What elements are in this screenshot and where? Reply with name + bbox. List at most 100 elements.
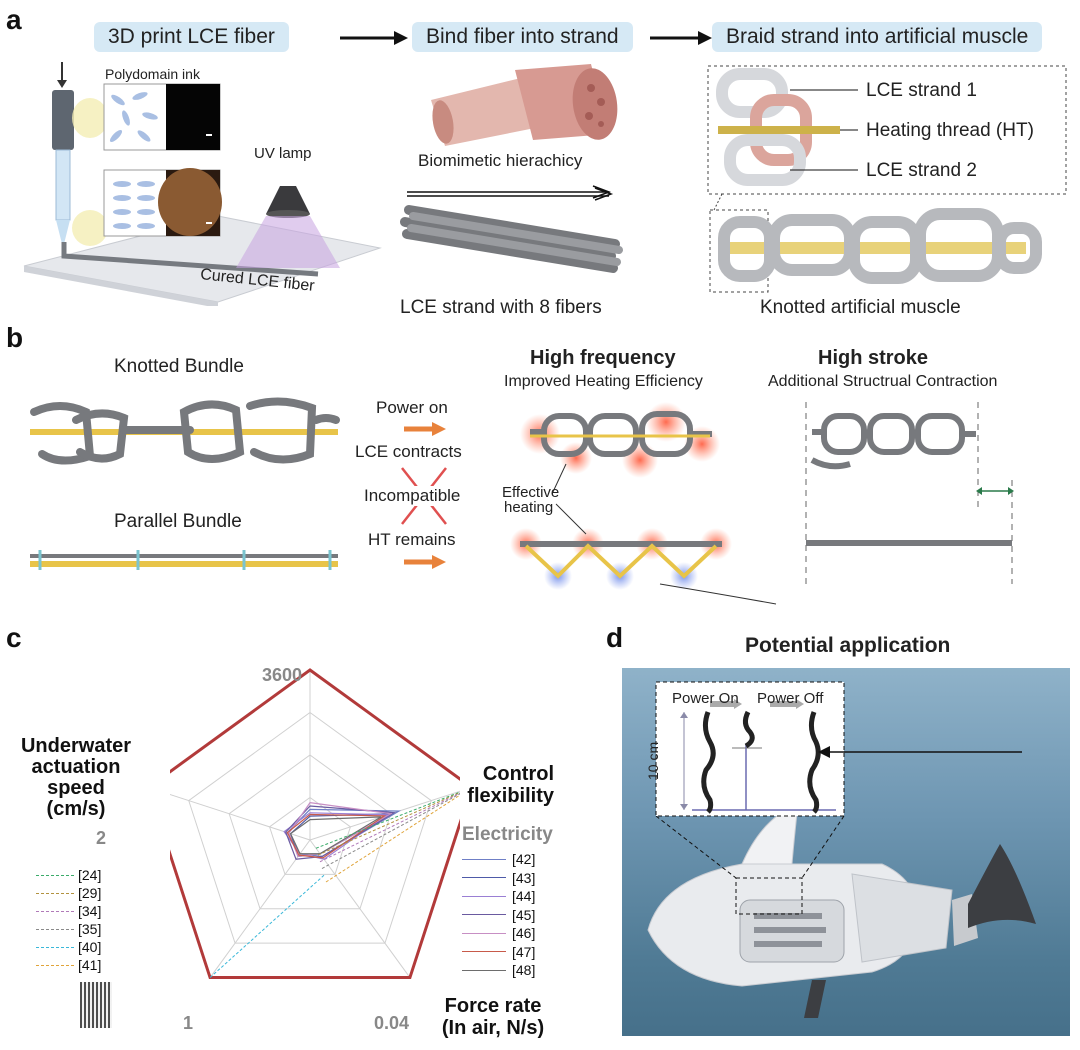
radar-series-polygon [285, 805, 396, 860]
strand2-label: LCE strand 2 [866, 160, 977, 181]
legend-label: [46] [512, 925, 536, 941]
left-axis-value: 2 [96, 828, 107, 848]
bottom-right-axis-label: Force rate (In air, N/s) [430, 995, 556, 1039]
heating-thread-label: Heating thread (HT) [866, 120, 1034, 141]
radar-spoke [170, 793, 311, 841]
bottom-right-axis-line: (In air, N/s) [441, 1017, 545, 1039]
radar-top-value: 3600 [262, 665, 303, 685]
braid-illustration [707, 65, 1067, 293]
bottom-right-value: 0.04 [374, 1013, 410, 1033]
power-on-label: Power on [376, 398, 448, 417]
step2-label: Bind fiber into strand [412, 22, 633, 52]
strand1-label: LCE strand 1 [866, 80, 977, 101]
scale-label: 10 cm [645, 741, 661, 780]
arrow-right-icon [404, 555, 446, 569]
additional-contraction-label: Additional Structrual Contraction [768, 373, 998, 390]
radar-series-line [209, 874, 325, 978]
effective-heating-label-1: Effective [502, 484, 560, 501]
legend-swatch [36, 928, 74, 930]
ht-remains-label: HT remains [368, 530, 456, 549]
radar-series-line [317, 792, 460, 856]
legend-label: [29] [78, 885, 102, 901]
radar-series-polygon [286, 813, 387, 859]
lce-contracts-label: LCE contracts [355, 442, 462, 461]
left-axis-line: actuation [31, 756, 121, 778]
fiber-strand-illustration [400, 64, 623, 273]
legend-swatch [36, 946, 74, 948]
bottom-right-axis-line: Force rate [444, 995, 542, 1017]
arrow-right-icon [650, 31, 712, 45]
biomimetic-hierarchy-label: Biomimetic hierachicy [418, 151, 583, 170]
fish-robot-illustration [647, 681, 1036, 1018]
right-category-label: Electricity [462, 824, 553, 845]
radar-grid-ring [268, 796, 352, 875]
legend-left: [24] [29] [34] [35] [40] [41] [36, 866, 101, 974]
radar-series-line [325, 794, 460, 883]
radar-series-polygon [289, 816, 382, 855]
legend-item: [35] [36, 920, 101, 938]
radar-outline [170, 668, 460, 980]
high-frequency-illustration [510, 402, 777, 605]
radar-grid-ring [188, 711, 432, 944]
legend-swatch [462, 895, 506, 897]
legend-item: [47] [462, 943, 535, 962]
knotted-muscle-label: Knotted artificial muscle [760, 297, 961, 318]
improved-heating-label: Improved Heating Efficiency [504, 373, 703, 390]
panel-b-letter: b [6, 322, 24, 353]
legend-item: [46] [462, 924, 535, 943]
legend-right: [42] [43] [44] [45] [46] [47] [48] [462, 850, 535, 980]
legend-item: [45] [462, 906, 535, 925]
arrow-right-icon [404, 422, 446, 436]
bundle-illustrations [30, 397, 340, 570]
radar-chart [170, 668, 460, 980]
right-axis-label: Control flexibility [462, 763, 554, 807]
right-axis-line: flexibility [467, 785, 554, 807]
high-frequency-title: High frequency [530, 347, 676, 369]
panel-a-letter: a [6, 4, 22, 35]
effective-heating-label-2: heating [504, 499, 554, 516]
left-axis-line: speed [47, 777, 105, 799]
legend-swatch [36, 910, 74, 912]
radar-series [209, 791, 460, 978]
legend-swatch [462, 951, 506, 953]
parallel-bundle-label: Parallel Bundle [114, 511, 242, 532]
panel-c-letter: c [6, 622, 22, 653]
legend-noise-patch [80, 982, 112, 1028]
potential-application-title: Potential application [745, 634, 951, 657]
legend-label: [45] [512, 906, 536, 923]
legend-swatch [462, 858, 506, 860]
left-axis-label: Underwater actuation speed (cm/s) [10, 736, 142, 820]
legend-swatch [36, 964, 74, 966]
power-on-label: Power On [672, 690, 739, 707]
power-off-label: Power Off [757, 690, 824, 707]
legend-item: [43] [462, 869, 535, 888]
legend-label: [44] [512, 888, 536, 904]
polydomain-ink-label: Polydomain ink [105, 66, 200, 82]
legend-label: [34] [78, 903, 102, 919]
legend-item: [48] [462, 961, 535, 980]
radar-series-line [315, 791, 460, 849]
legend-item: [40] [36, 938, 101, 956]
legend-swatch [36, 874, 74, 876]
legend-item: [41] [36, 956, 101, 974]
legend-label: [43] [512, 869, 536, 886]
printer-illustration [23, 62, 382, 306]
right-axis-line: Control [482, 763, 554, 785]
strand-caption: LCE strand with 8 fibers [400, 297, 602, 318]
legend-swatch [462, 877, 506, 879]
step1-label: 3D print LCE fiber [94, 22, 289, 52]
radar-series-line [321, 793, 460, 869]
left-axis-line: (cm/s) [46, 798, 106, 820]
legend-label: [41] [78, 957, 102, 973]
legend-label: [42] [512, 851, 536, 867]
radar-spoke [309, 839, 411, 978]
legend-item: [42] [462, 850, 535, 869]
left-axis-line: Underwater [20, 735, 132, 757]
step3-label: Braid strand into artificial muscle [712, 22, 1043, 52]
bottom-left-value: 1 [183, 1013, 194, 1033]
legend-label: [40] [78, 939, 102, 955]
incompatible-label: Incompatible [362, 486, 463, 506]
high-stroke-title: High stroke [818, 347, 929, 369]
legend-swatch [462, 969, 506, 971]
radar-grid [170, 670, 460, 978]
